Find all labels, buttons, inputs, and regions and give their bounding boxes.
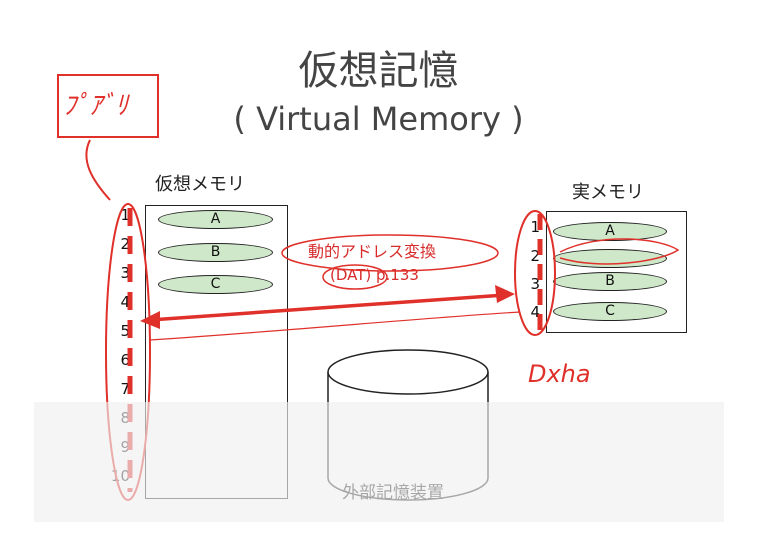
vm-block-a: A <box>158 210 273 229</box>
slide-subtitle: ( Virtual Memory ) <box>233 100 524 138</box>
rm-block-c: C <box>553 302 667 321</box>
rm-block-b: B <box>553 272 667 291</box>
rm-slot-4: 4 <box>530 303 540 321</box>
virtual-memory-label: 仮想メモリ <box>155 174 245 195</box>
vm-block-b: B <box>158 243 273 262</box>
vm-slot-5: 5 <box>120 322 130 340</box>
dat-label: 動的アドレス変換 <box>308 242 437 261</box>
real-memory-label: 実メモリ <box>572 182 644 203</box>
vm-slot-7: 7 <box>120 380 130 398</box>
vm-slot-6: 6 <box>120 351 130 369</box>
handwritten-box-note: ﾌﾟｱﾞﾘ <box>63 91 129 121</box>
rm-slot-2: 2 <box>530 247 540 265</box>
vm-slot-4: 4 <box>120 293 130 311</box>
vm-block-c: C <box>158 275 273 294</box>
rm-slot-3: 3 <box>530 275 540 293</box>
handwritten-note: Dxha <box>528 360 591 388</box>
vm-slot-2: 2 <box>120 235 130 253</box>
slide-title: 仮想記憶 <box>298 48 459 94</box>
rm-slot-1: 1 <box>530 218 540 236</box>
rm-block-a: A <box>553 222 667 241</box>
external-storage-label: 外部記憶装置 <box>342 483 444 503</box>
vm-slot-1: 1 <box>120 206 130 224</box>
vm-slot-3: 3 <box>120 264 130 282</box>
